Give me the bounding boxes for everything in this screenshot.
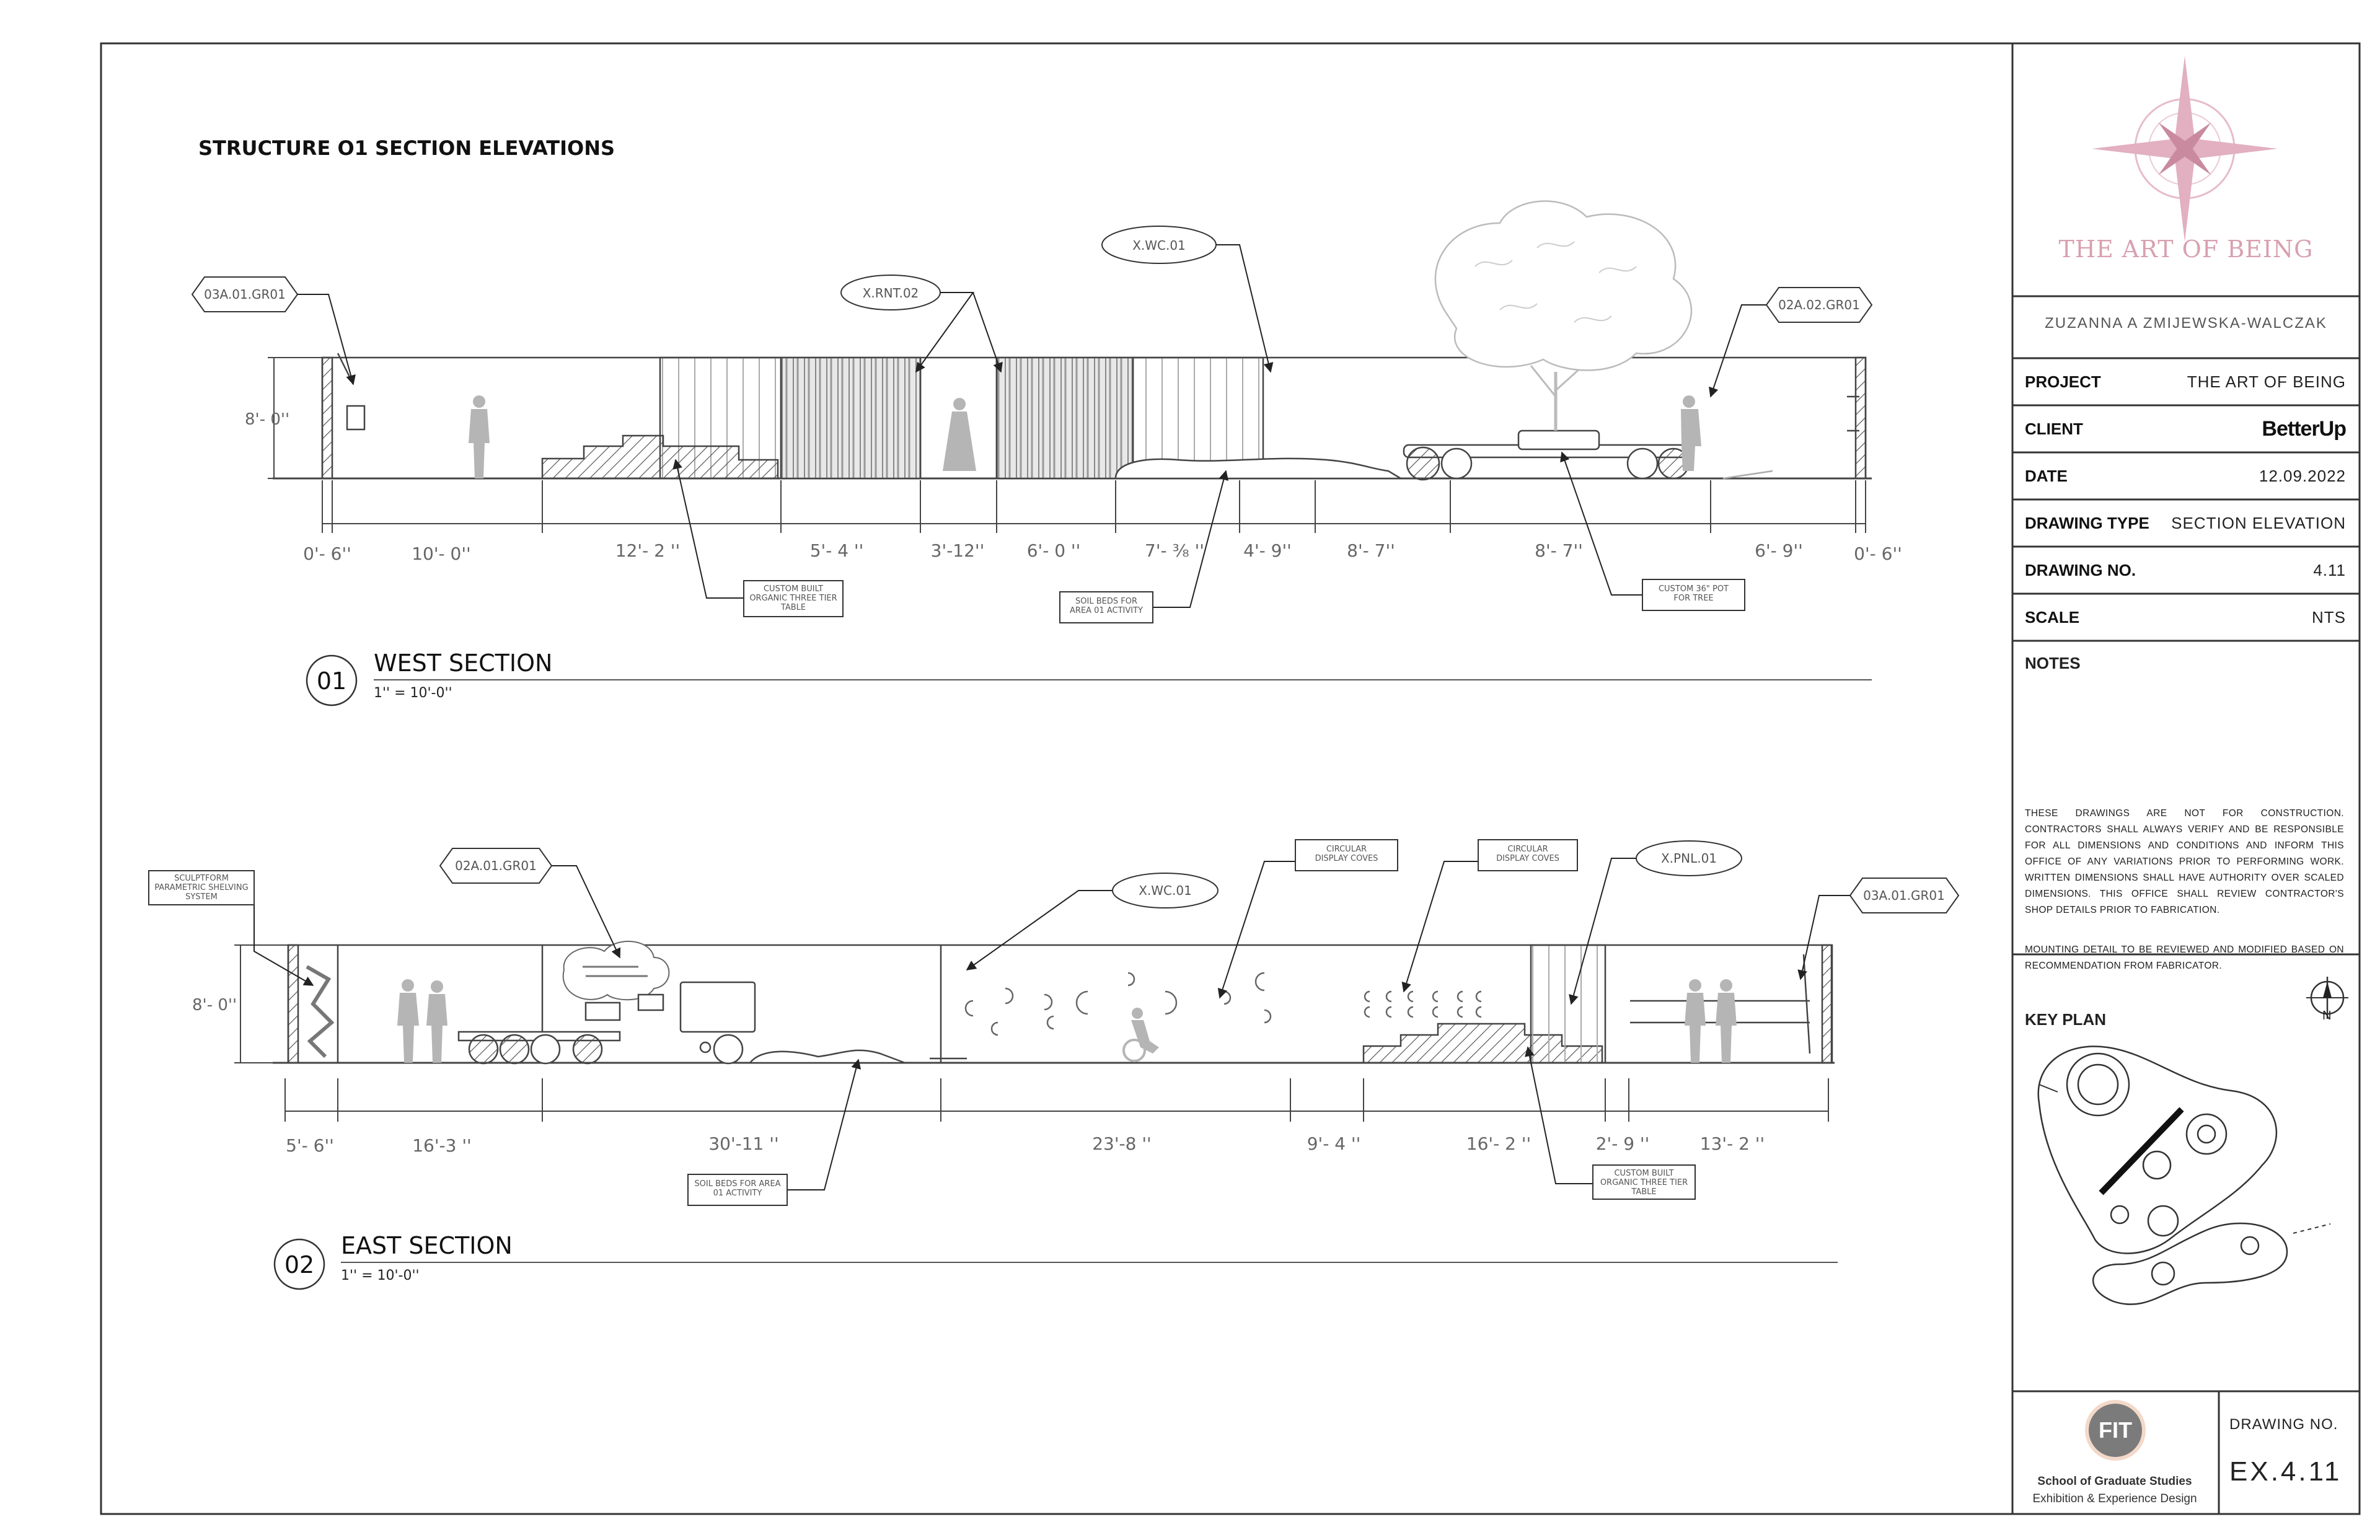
west-dim-1: 10'- 0'' [412, 543, 471, 564]
fit-logo-icon: FIT [2089, 1404, 2142, 1457]
west-dim-10: 6'- 9'' [1755, 540, 1803, 561]
row-client: CLIENT BetterUp [2012, 405, 2360, 452]
east-callout-coves-2: CIRCULAR DISPLAY COVES [1496, 845, 1559, 863]
east-dimension-labels: 5'- 6'' 16'-3 '' 30'-11 '' 23'-8 '' 9'- … [286, 1133, 1765, 1156]
west-dim-11: 0'- 6'' [1854, 543, 1902, 564]
east-dim-1: 16'-3 '' [412, 1135, 472, 1156]
drawing-number-label: DRAWING NO. [2229, 1416, 2338, 1433]
west-section-title: WEST SECTION [374, 649, 552, 677]
school-name: School of Graduate Studies [2037, 1475, 2192, 1488]
east-section-title: EAST SECTION [341, 1232, 513, 1259]
disclaimer-text: THESE DRAWINGS ARE NOT FOR CONSTRUCTION.… [2025, 808, 2344, 915]
notes-label: NOTES [2025, 654, 2081, 672]
west-tag-1: X.RNT.02 [863, 286, 919, 301]
drawing-number-value: EX.4.11 [2229, 1456, 2342, 1487]
west-leaders [298, 244, 1766, 608]
east-dim-3: 23'-8 '' [1092, 1133, 1152, 1154]
date-label: DATE [2025, 466, 2068, 485]
east-tag-0: 02A.01.GR01 [455, 858, 537, 873]
designer-name: ZUZANNA A ZMIJEWSKA-WALCZAK [2045, 315, 2327, 332]
east-dim-0: 5'- 6'' [286, 1135, 334, 1156]
east-dim-4: 9'- 4 '' [1307, 1133, 1361, 1154]
mounting-note: MOUNTING DETAIL TO BE REVIEWED AND MODIF… [2025, 944, 2344, 971]
sheet-title: STRUCTURE O1 SECTION ELEVATIONS [198, 136, 615, 160]
east-tag-2: X.PNL.01 [1661, 851, 1717, 866]
key-plan-label: KEY PLAN [2025, 1010, 2106, 1029]
client-logo: BetterUp [2262, 416, 2347, 441]
east-dim-7: 13'- 2 '' [1700, 1133, 1765, 1154]
compass-star-logo-icon [2092, 56, 2278, 242]
drawing-no-label: DRAWING NO. [2025, 560, 2136, 579]
west-section-number: 01 [317, 667, 346, 695]
east-leaders [253, 858, 1850, 1190]
east-height-label: 8'- 0'' [192, 996, 237, 1014]
west-tag-3: 02A.02.GR01 [1778, 297, 1860, 312]
date-value: 12.09.2022 [2259, 466, 2346, 485]
drawing-no-value: 4.11 [2313, 560, 2346, 579]
west-section-elevation [273, 200, 1872, 481]
east-tag-1: X.WC.01 [1139, 883, 1192, 898]
project-label: PROJECT [2025, 372, 2101, 391]
east-section-number: 02 [284, 1251, 314, 1278]
west-dimension-line [268, 357, 1866, 533]
west-dim-0: 0'- 6'' [303, 543, 351, 564]
west-dim-3: 5'- 4 '' [810, 540, 864, 561]
north-label: N [2322, 1009, 2332, 1023]
west-figures [469, 395, 1701, 478]
east-tag-3: 03A.01.GR01 [1863, 888, 1945, 903]
west-tag-2: X.WC.01 [1132, 238, 1186, 253]
row-project: PROJECT THE ART OF BEING [2012, 358, 2360, 405]
east-callout-shelving: SCULPTFORM PARAMETRIC SHELVING SYSTEM [154, 874, 249, 902]
east-callout-coves-1: CIRCULAR DISPLAY COVES [1315, 845, 1378, 863]
west-height-label: 8'- 0'' [245, 410, 289, 429]
west-tag-0: 03A.01.GR01 [204, 287, 286, 302]
east-callout-soil: SOIL BEDS FOR AREA 01 ACTIVITY [694, 1179, 781, 1198]
row-drawing-no: DRAWING NO. 4.11 [2012, 547, 2360, 594]
west-dim-6: 7'- ⅜ '' [1145, 540, 1204, 561]
east-section-scale: 1'' = 10'-0'' [341, 1268, 420, 1283]
key-plan-diagram [2037, 1045, 2331, 1305]
west-tags [191, 226, 1873, 323]
scale-label: SCALE [2025, 607, 2080, 627]
project-logo-text: THE ART OF BEING [2058, 235, 2314, 263]
west-dim-5: 6'- 0 '' [1027, 540, 1081, 561]
row-scale: SCALE NTS [2012, 594, 2360, 641]
west-section-scale: 1'' = 10'-0'' [374, 685, 452, 701]
east-section-elevation [273, 941, 1835, 1065]
client-label: CLIENT [2025, 419, 2083, 438]
west-callout-pot: CUSTOM 36" POT FOR TREE [1658, 584, 1729, 603]
west-dim-8: 8'- 7'' [1347, 540, 1395, 561]
east-figures [397, 979, 1737, 1063]
scale-value: NTS [2312, 607, 2346, 627]
east-callout-table: CUSTOM BUILT ORGANIC THREE TIER TABLE [1600, 1169, 1688, 1197]
drawing-type-label: DRAWING TYPE [2025, 513, 2149, 532]
title-block: THE ART OF BEING ZUZANNA A ZMIJEWSKA-WAL… [2012, 43, 2360, 1514]
east-dim-6: 2'- 9 '' [1596, 1133, 1650, 1154]
east-dim-2: 30'-11 '' [708, 1133, 778, 1154]
west-dimension-labels: 0'- 6'' 10'- 0'' 12'- 2 '' 5'- 4 '' 3'-1… [303, 540, 1902, 564]
east-dimension-line [234, 944, 1829, 1122]
west-callout-table: CUSTOM BUILT ORGANIC THREE TIER TABLE [749, 584, 837, 612]
west-dim-9: 8'- 7'' [1535, 540, 1583, 561]
program-name: Exhibition & Experience Design [2032, 1492, 2197, 1505]
project-value: THE ART OF BEING [2187, 372, 2346, 391]
row-drawing-type: DRAWING TYPE SECTION ELEVATION [2012, 499, 2360, 547]
row-date: DATE 12.09.2022 [2012, 452, 2360, 499]
west-dim-2: 12'- 2 '' [615, 540, 680, 561]
drawing-type-value: SECTION ELEVATION [2171, 513, 2346, 532]
west-dim-7: 4'- 9'' [1243, 540, 1292, 561]
sheet-border [100, 42, 2361, 1515]
west-callout-soil: SOIL BEDS FOR AREA 01 ACTIVITY [1070, 597, 1143, 615]
west-dim-4: 3'-12'' [931, 540, 985, 561]
north-arrow-icon [2306, 977, 2348, 1019]
east-dim-5: 16'- 2 '' [1466, 1133, 1531, 1154]
